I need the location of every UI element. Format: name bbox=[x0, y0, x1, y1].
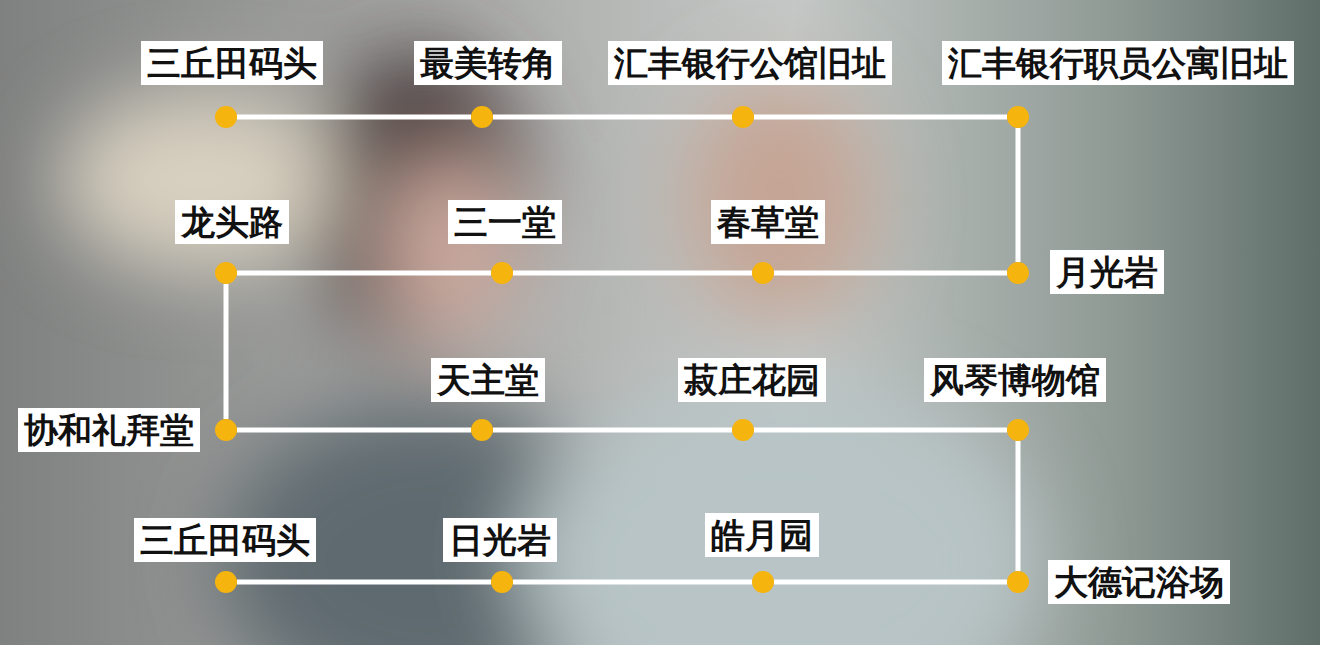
blurred-face bbox=[685, 75, 875, 325]
route-line bbox=[224, 284, 229, 419]
station-dot: 汇丰银行公馆旧址 bbox=[732, 106, 754, 128]
station-name: 皓月园 bbox=[705, 513, 819, 558]
blurred-figures bbox=[60, 50, 1040, 645]
route-line bbox=[1016, 128, 1021, 262]
route-line bbox=[1016, 441, 1021, 571]
station-dot: 协和礼拜堂 bbox=[215, 419, 237, 441]
station-dot: 最美转角 bbox=[471, 106, 493, 128]
route-line bbox=[774, 580, 1007, 585]
station-name: 协和礼拜堂 bbox=[18, 408, 200, 453]
station-name: 三丘田码头 bbox=[134, 518, 316, 563]
station-dot: 月光岩 bbox=[1007, 262, 1029, 284]
route-line bbox=[237, 580, 491, 585]
route-line bbox=[237, 428, 471, 433]
station-name: 风琴博物馆 bbox=[924, 358, 1106, 403]
station-name: 汇丰银行公馆旧址 bbox=[608, 41, 892, 86]
station-name: 月光岩 bbox=[1050, 250, 1164, 295]
route-line bbox=[774, 271, 1007, 276]
station-dot: 三丘田码头 bbox=[215, 106, 237, 128]
station-dot: 天主堂 bbox=[471, 419, 493, 441]
station-dot: 汇丰银行职员公寓旧址 bbox=[1007, 106, 1029, 128]
station-name: 春草堂 bbox=[711, 200, 825, 245]
route-line bbox=[513, 271, 752, 276]
blurred-body bbox=[520, 380, 1040, 645]
station-name: 菽庄花园 bbox=[678, 358, 826, 403]
station-dot: 风琴博物馆 bbox=[1007, 419, 1029, 441]
station-name: 三丘田码头 bbox=[141, 41, 323, 86]
station-dot: 日光岩 bbox=[491, 571, 513, 593]
route-line bbox=[754, 115, 1007, 120]
station-name: 天主堂 bbox=[431, 358, 545, 403]
station-name: 汇丰银行职员公寓旧址 bbox=[942, 41, 1294, 86]
station-dot: 龙头路 bbox=[215, 262, 237, 284]
route-line bbox=[513, 580, 752, 585]
station-name: 大德记浴场 bbox=[1048, 560, 1230, 605]
station-name: 最美转角 bbox=[414, 41, 562, 86]
route-line bbox=[493, 115, 732, 120]
station-name: 日光岩 bbox=[443, 518, 557, 563]
station-dot: 三一堂 bbox=[491, 262, 513, 284]
route-line bbox=[237, 271, 491, 276]
station-dot: 菽庄花园 bbox=[732, 419, 754, 441]
station-dot: 皓月园 bbox=[752, 571, 774, 593]
station-name: 龙头路 bbox=[175, 200, 289, 245]
route-line bbox=[754, 428, 1007, 433]
station-dot: 大德记浴场 bbox=[1007, 571, 1029, 593]
route-line bbox=[237, 115, 471, 120]
route-line bbox=[493, 428, 732, 433]
station-dot: 三丘田码头 bbox=[215, 571, 237, 593]
station-dot: 春草堂 bbox=[752, 262, 774, 284]
station-name: 三一堂 bbox=[448, 200, 562, 245]
blurred-face bbox=[380, 155, 520, 345]
